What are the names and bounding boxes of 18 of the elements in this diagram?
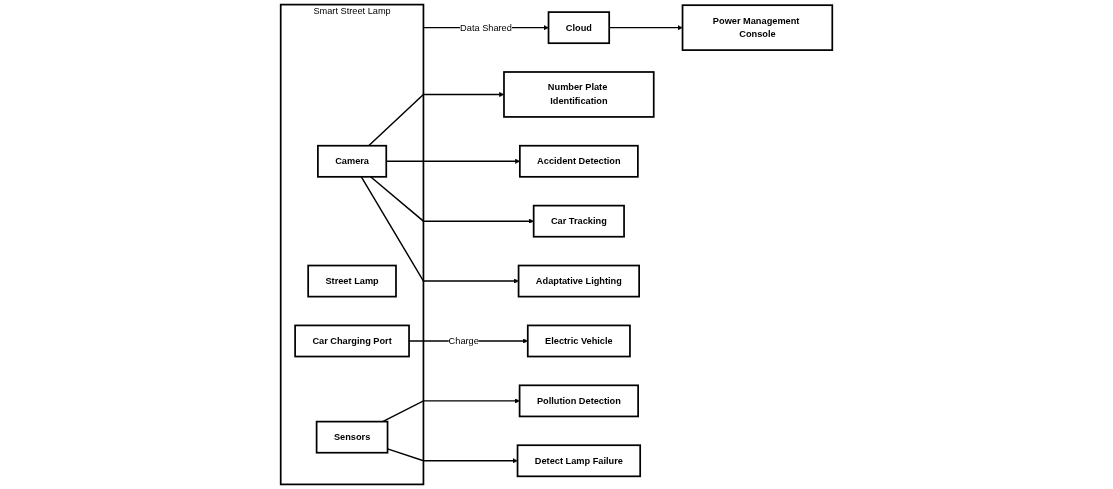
node-box: Car Tracking <box>532 204 625 238</box>
node-box: Detect Lamp Failure <box>516 444 642 478</box>
arrow <box>360 176 519 284</box>
node-box: Camera <box>317 144 388 178</box>
node-box: Pollution Detection <box>518 384 639 418</box>
node-box: Street Lamp <box>307 264 397 298</box>
edge-label: Charge <box>448 335 479 346</box>
node-box: Cloud <box>547 11 611 45</box>
node-box: Number Plate Identification <box>503 71 655 118</box>
arrow <box>369 176 534 224</box>
node-box: Adaptative Lighting <box>517 264 640 298</box>
arrow <box>381 398 520 423</box>
node-box: Sensors <box>315 420 389 454</box>
edge-label: Data Shared <box>460 22 512 33</box>
node-box: Accident Detection <box>518 144 639 178</box>
node-box: Car Charging Port <box>294 324 410 358</box>
node-box: Electric Vehicle <box>526 324 631 358</box>
node-box: Power Management Console <box>681 4 834 51</box>
